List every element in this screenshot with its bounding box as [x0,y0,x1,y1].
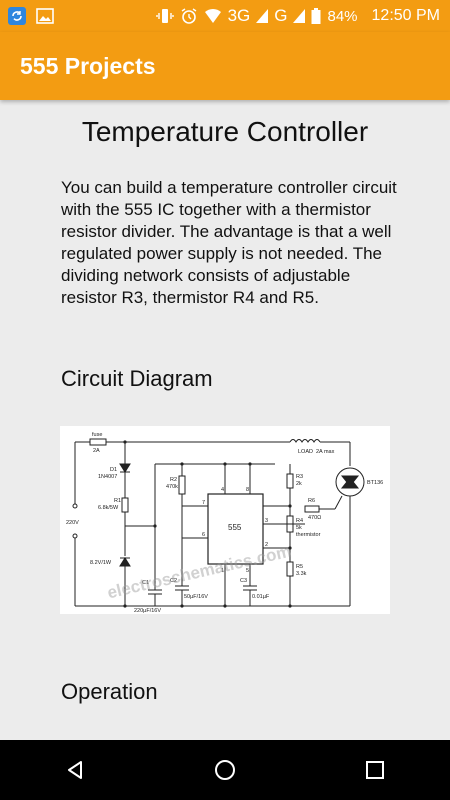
circuit-diagram-heading: Circuit Diagram [61,366,213,391]
navigation-bar [0,740,450,800]
image-notification-icon [36,7,54,25]
label-pin3: 3 [265,518,268,524]
label-load-max: 2A max [316,449,335,455]
home-button[interactable] [205,750,245,790]
label-r3-val: 2k [296,481,302,487]
label-mains: 220V [66,520,79,526]
label-pin2: 2 [265,542,268,548]
label-r3: R3 [296,474,303,480]
network-type-label: 3G [227,6,251,25]
battery-percent: 84% [327,7,358,25]
back-button[interactable] [55,750,95,790]
circuit-diagram-image: fuse 2A LOAD 2A max D1 1N4007 R1 6.8k/5W… [60,426,390,614]
label-r6: R6 [308,498,315,504]
label-r4-note: thermistor [296,532,321,538]
app-title: 555 Projects [20,52,156,79]
clock: 12:50 PM [371,7,440,24]
vibrate-icon [155,7,174,25]
intro-paragraph: You can build a temperature controller c… [61,178,397,307]
label-pin4: 4 [221,487,224,493]
page-title: Temperature Controller [81,116,369,147]
label-c3-val: 0.01µF [252,594,270,600]
label-r5-val: 3.3k [296,571,307,577]
label-pin8: 8 [246,487,249,493]
article-content[interactable]: Temperature Controller You can build a t… [0,100,450,740]
circuit-schematic: fuse 2A LOAD 2A max D1 1N4007 R1 6.8k/5W… [66,432,383,614]
label-pin6: 6 [202,532,205,538]
back-icon [68,761,82,779]
label-r4-val: 5k [296,525,302,531]
sync-app-icon [8,7,26,25]
label-r2: R2 [170,477,177,483]
label-c1: C1 [142,580,149,586]
label-c3: C3 [240,578,247,584]
app-bar: 555 Projects [0,32,450,100]
recents-button[interactable] [355,750,395,790]
network-type-label-2: G [274,6,288,25]
alarm-icon [180,7,198,25]
label-c2-val: 50µF/16V [184,594,208,600]
label-r1-val: 6.8k/5W [98,505,119,511]
label-c1-val: 220µF/16V [134,608,161,614]
label-c2: C2 [170,578,177,584]
status-bar: 3G G 84% 12:50 PM [0,0,450,32]
signal-icon [256,7,269,25]
label-r4: R4 [296,518,303,524]
label-r1: R1 [114,498,121,504]
label-pin1: 1 [221,568,224,574]
battery-icon [311,7,321,25]
label-d1-part: 1N4007 [98,474,117,480]
label-fuse-rating: 2A [93,448,100,454]
label-fuse: fuse [92,432,102,438]
label-ic: 555 [228,523,242,532]
recents-icon [366,761,384,779]
label-pin5: 5 [246,568,249,574]
label-r6-val: 470Ω [308,515,321,521]
label-d1: D1 [110,467,117,473]
operation-heading: Operation [61,679,158,704]
label-zener: 8.2V/1W [90,560,112,566]
label-r2-val: 470k [166,484,178,490]
wifi-icon [204,7,222,25]
signal-icon-2 [293,7,306,25]
home-icon [215,760,235,780]
label-load: LOAD [298,449,313,455]
label-triac: BT136 [367,480,383,486]
label-pin7: 7 [202,500,205,506]
label-r5: R5 [296,564,303,570]
